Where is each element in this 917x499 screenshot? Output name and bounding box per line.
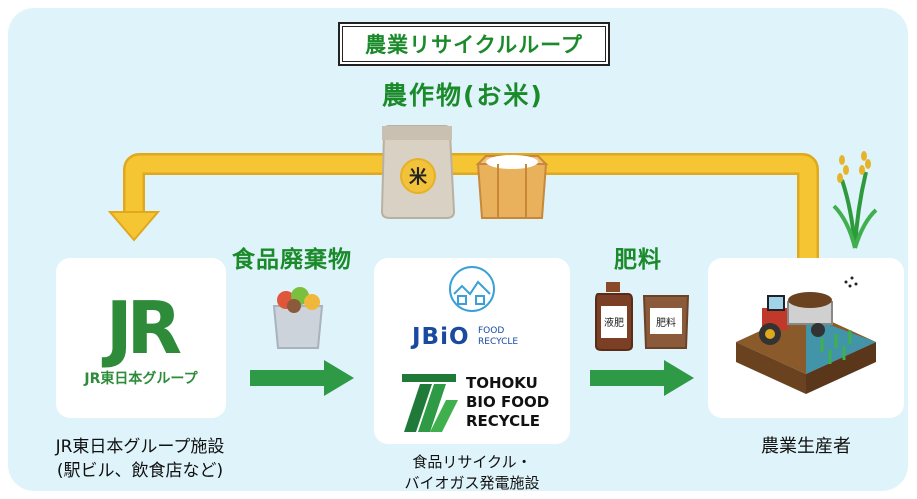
- title-box: 農業リサイクルループ: [338, 22, 610, 66]
- food-waste-bag-icon: [272, 287, 324, 349]
- food-waste-label: 食品廃棄物: [232, 247, 352, 273]
- jr-group-card: JR JR東日本グループ: [56, 258, 226, 418]
- diagram-title: 農業リサイクルループ: [365, 33, 583, 57]
- recycle-facility-card: JBiO FOOD RECYCLE TOHOKU BIO FOOD RECYCL…: [374, 258, 570, 444]
- jbio-sub-food: FOOD: [478, 326, 505, 336]
- flow-arrow-fertilizer: [590, 360, 694, 396]
- flow-arrow-food-waste: [250, 360, 354, 396]
- liquid-fertilizer-icon: 液肥: [595, 282, 633, 351]
- fertilizer-label: 肥料: [614, 247, 662, 273]
- rice-bag-icon: 米: [380, 125, 456, 219]
- tohoku-logo-mark: [402, 374, 458, 432]
- facility-caption-line1: 食品リサイクル・: [412, 453, 532, 471]
- fertilizer-bag-text: 肥料: [656, 316, 676, 329]
- jr-caption-line2: (駅ビル、飲食店など): [56, 461, 224, 481]
- tractor-field-icon: [736, 276, 876, 394]
- rice-bag-mark: 米: [409, 166, 428, 188]
- jbio-logo: JBiO: [412, 324, 470, 350]
- tohoku-line3: RECYCLE: [466, 412, 540, 430]
- jr-logo-subtitle: JR東日本グループ: [84, 371, 198, 387]
- tohoku-line2: BIO FOOD: [466, 393, 550, 411]
- crop-label: 農作物(お米): [382, 81, 544, 110]
- facility-caption-line2: バイオガス発電施設: [404, 474, 540, 492]
- tohoku-line1: TOHOKU: [466, 374, 538, 392]
- jbio-sub-recycle: RECYCLE: [478, 337, 519, 347]
- masu-box-icon: [475, 155, 549, 219]
- farmer-card: [708, 258, 904, 418]
- jr-caption-line1: JR東日本グループ施設: [55, 437, 225, 457]
- liquid-fertilizer-text: 液肥: [604, 316, 624, 329]
- farmer-caption: 農業生産者: [761, 436, 851, 457]
- jr-logo-letters: JR: [105, 286, 182, 370]
- fertilizer-bag-icon: 肥料: [642, 295, 690, 349]
- rice-plant-icon: [832, 151, 878, 249]
- jbio-emblem-icon: [449, 266, 495, 312]
